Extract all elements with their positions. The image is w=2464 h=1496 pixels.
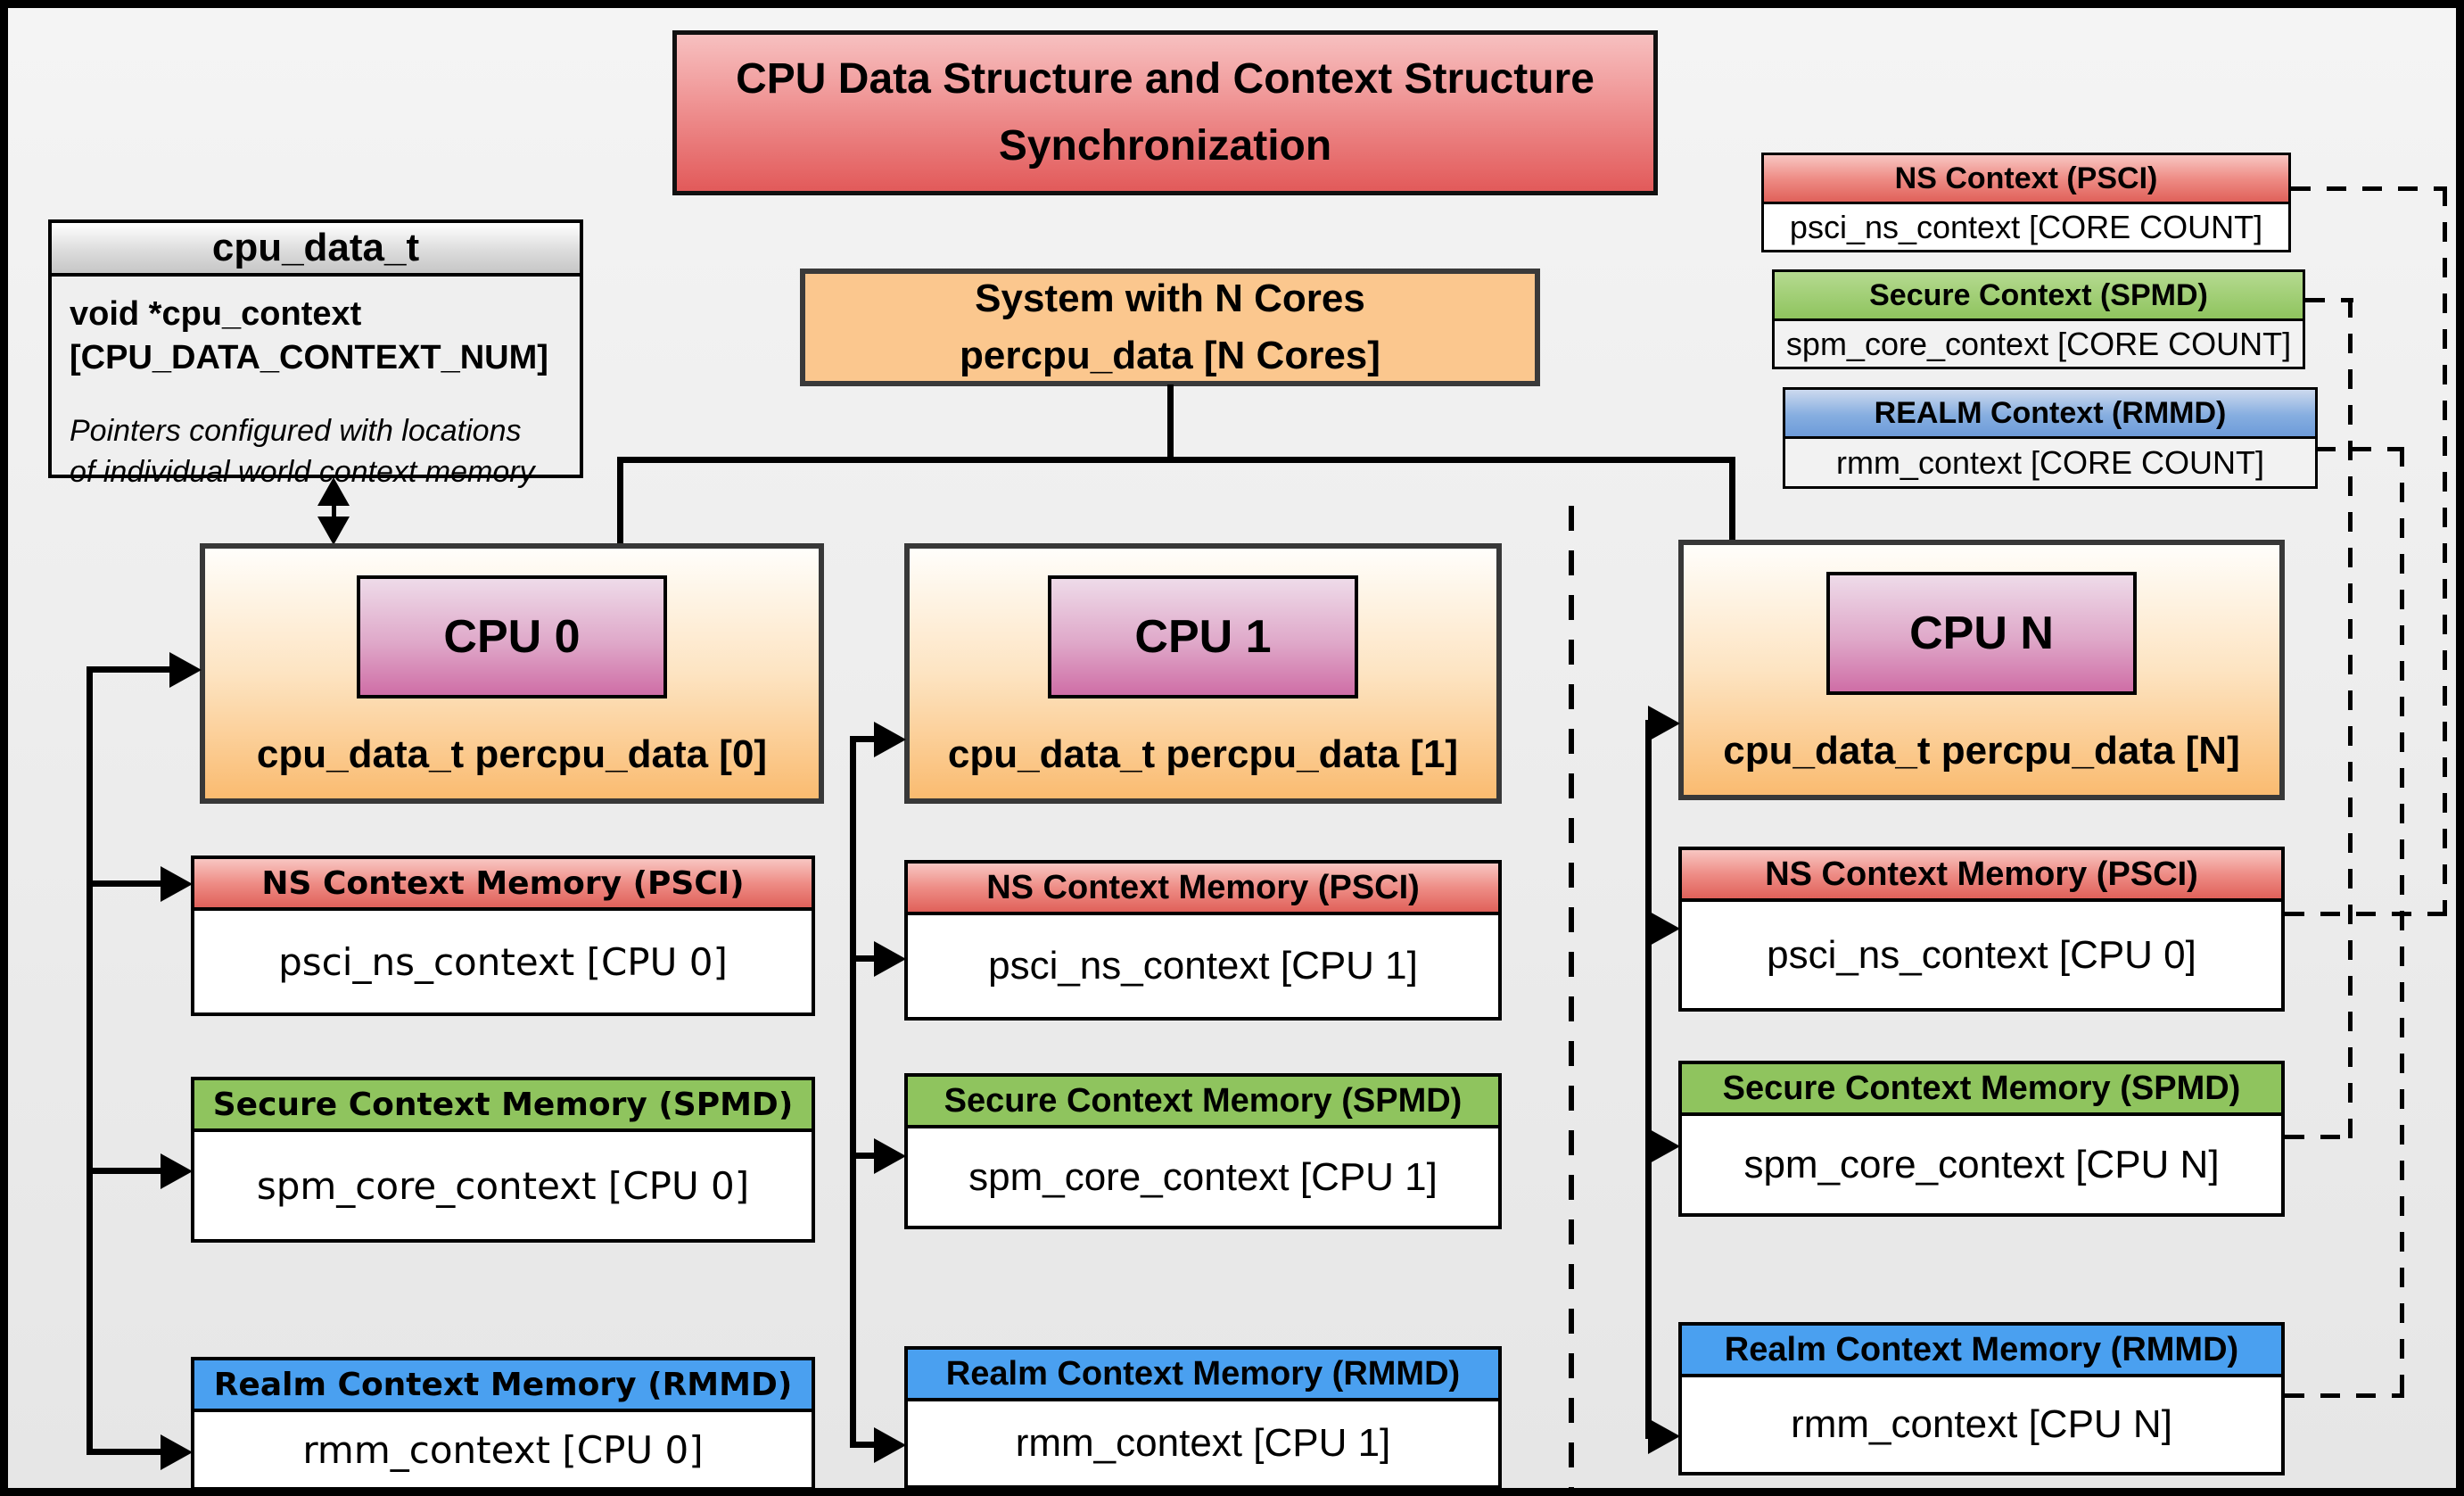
cpu1-branch-ns-line (850, 955, 878, 962)
cpu-data-t-header: cpu_data_t (52, 223, 580, 277)
cpu1-branch-realm-line (850, 1442, 878, 1448)
cpu0-branch-secure-arrow-icon (161, 1153, 193, 1189)
legend-secure-header: Secure Context (SPMD) (1775, 272, 2303, 321)
cpun-badge: CPU N (1826, 572, 2137, 695)
system-box: System with N Cores percpu_data [N Cores… (800, 269, 1540, 386)
cpu1-branch-cpu-arrow-icon (874, 722, 906, 757)
legend-realm-dashed-top (2316, 447, 2404, 451)
legend-realm-dashed-vertical (2400, 447, 2404, 1398)
legend-ns-dashed-top (2291, 186, 2447, 191)
legend-secure-dashed-bottom (2285, 1135, 2353, 1139)
legend-secure-dashed-top (2305, 298, 2353, 302)
cpun-label: cpu_data_t percpu_data [N] (1723, 729, 2240, 773)
cpu-data-t-box: cpu_data_t void *cpu_context [CPU_DATA_C… (48, 219, 583, 489)
cpu1-ns-body: psci_ns_context [CPU 1] (988, 944, 1418, 988)
cpu1-trunk-line (850, 736, 856, 1448)
diagram-title: CPU Data Structure and Context Structure… (672, 30, 1658, 195)
cpu1-realm-box: Realm Context Memory (RMMD) rmm_context … (904, 1346, 1502, 1488)
legend-ns-box: NS Context (PSCI) psci_ns_context [CORE … (1761, 153, 2291, 252)
legend-ns-body: psci_ns_context [CORE COUNT] (1764, 204, 2288, 250)
cpu0-ns-box: NS Context Memory (PSCI) psci_ns_context… (191, 855, 815, 1016)
cpu1-ns-header: NS Context Memory (PSCI) (908, 864, 1498, 915)
cpu0-ns-header: NS Context Memory (PSCI) (194, 859, 812, 911)
cpun-secure-header: Secure Context Memory (SPMD) (1682, 1064, 2281, 1116)
cpu0-label: cpu_data_t percpu_data [0] (256, 732, 768, 776)
cpun-trunk-line (1645, 720, 1652, 1439)
cpu0-branch-secure-line (87, 1168, 162, 1174)
cpun-realm-header: Realm Context Memory (RMMD) (1682, 1326, 2281, 1377)
legend-ns-header: NS Context (PSCI) (1764, 155, 2288, 204)
cpun-ns-box: NS Context Memory (PSCI) psci_ns_context… (1678, 847, 2285, 1012)
struct-link-dashed-line (332, 500, 336, 524)
cpu1-branch-ns-arrow-icon (874, 941, 906, 977)
cpu0-realm-box: Realm Context Memory (RMMD) rmm_context … (191, 1357, 815, 1488)
legend-realm-dashed-bottom (2285, 1393, 2404, 1398)
cpu1-label: cpu_data_t percpu_data [1] (947, 732, 1459, 776)
legend-secure-dashed-vertical (2348, 298, 2353, 1139)
cpu0-secure-box: Secure Context Memory (SPMD) spm_core_co… (191, 1077, 815, 1243)
connector-drop-left-line (617, 457, 623, 545)
cpun-ns-body: psci_ns_context [CPU 0] (1767, 932, 2196, 977)
struct-link-arrow-down-icon (317, 517, 350, 545)
cpun-realm-body: rmm_context [CPU N] (1791, 1402, 2172, 1446)
cpu-context-field: void *cpu_context [CPU_DATA_CONTEXT_NUM] (70, 295, 548, 377)
cpun-secure-body: spm_core_context [CPU N] (1743, 1142, 2220, 1186)
cpu1-branch-secure-arrow-icon (874, 1138, 906, 1174)
cpu0-secure-header: Secure Context Memory (SPMD) (194, 1080, 812, 1132)
cpu1-box: CPU 1 cpu_data_t percpu_data [1] (904, 543, 1502, 804)
cpu1-badge: CPU 1 (1048, 575, 1358, 698)
cpu1-secure-header: Secure Context Memory (SPMD) (908, 1077, 1498, 1128)
cpu0-branch-realm-line (87, 1449, 162, 1455)
cpun-branch-cpu-arrow-icon (1648, 706, 1680, 741)
cpu0-realm-header: Realm Context Memory (RMMD) (194, 1360, 812, 1412)
cpu0-trunk-line (87, 666, 93, 1455)
cpu0-branch-realm-arrow-icon (161, 1434, 193, 1470)
cpu0-branch-ns-line (87, 880, 162, 887)
connector-stem-line (1167, 384, 1174, 460)
cpu0-branch-cpu-line (87, 666, 173, 673)
column-divider-dashed-line (1569, 506, 1574, 1488)
connector-drop-right-line (1729, 457, 1735, 541)
legend-realm-header: REALM Context (RMMD) (1785, 390, 2315, 439)
cpu1-ns-box: NS Context Memory (PSCI) psci_ns_context… (904, 860, 1502, 1021)
cpu0-secure-body: spm_core_context [CPU 0] (256, 1163, 750, 1208)
cpu1-realm-body: rmm_context [CPU 1] (1015, 1421, 1391, 1465)
cpun-branch-ns-arrow-icon (1648, 911, 1680, 946)
cpu1-branch-realm-arrow-icon (874, 1427, 906, 1463)
cpun-box: CPU N cpu_data_t percpu_data [N] (1678, 540, 2285, 800)
legend-secure-body: spm_core_context [CORE COUNT] (1785, 325, 2292, 362)
legend-realm-box: REALM Context (RMMD) rmm_context [CORE C… (1783, 387, 2318, 489)
cpu0-branch-ns-arrow-icon (161, 866, 193, 902)
cpun-ns-header: NS Context Memory (PSCI) (1682, 850, 2281, 902)
legend-ns-dashed-bottom (2285, 912, 2447, 916)
cpun-secure-box: Secure Context Memory (SPMD) spm_core_co… (1678, 1061, 2285, 1217)
cpun-realm-box: Realm Context Memory (RMMD) rmm_context … (1678, 1322, 2285, 1475)
cpu1-branch-cpu-line (850, 736, 878, 742)
cpu1-secure-box: Secure Context Memory (SPMD) spm_core_co… (904, 1073, 1502, 1229)
legend-realm-body: rmm_context [CORE COUNT] (1835, 443, 2265, 481)
cpu-data-t-note: Pointers configured with locations of in… (70, 413, 535, 489)
legend-secure-box: Secure Context (SPMD) spm_core_context [… (1772, 269, 2305, 369)
cpu1-branch-secure-line (850, 1153, 878, 1159)
cpu1-secure-body: spm_core_context [CPU 1] (968, 1154, 1438, 1199)
connector-horizontal-line (617, 457, 1735, 463)
cpu1-realm-header: Realm Context Memory (RMMD) (908, 1350, 1498, 1401)
cpun-branch-secure-arrow-icon (1648, 1128, 1680, 1164)
cpun-branch-realm-arrow-icon (1648, 1418, 1680, 1454)
cpu0-badge: CPU 0 (357, 575, 667, 698)
cpu0-realm-body: rmm_context [CPU 0] (302, 1427, 704, 1472)
legend-ns-dashed-vertical (2443, 186, 2447, 916)
cpu0-ns-body: psci_ns_context [CPU 0] (278, 939, 728, 984)
cpu0-box: CPU 0 cpu_data_t percpu_data [0] (200, 543, 824, 804)
cpu0-branch-cpu-arrow-icon (169, 652, 202, 688)
cpu-data-t-body: void *cpu_context [CPU_DATA_CONTEXT_NUM]… (52, 277, 580, 509)
